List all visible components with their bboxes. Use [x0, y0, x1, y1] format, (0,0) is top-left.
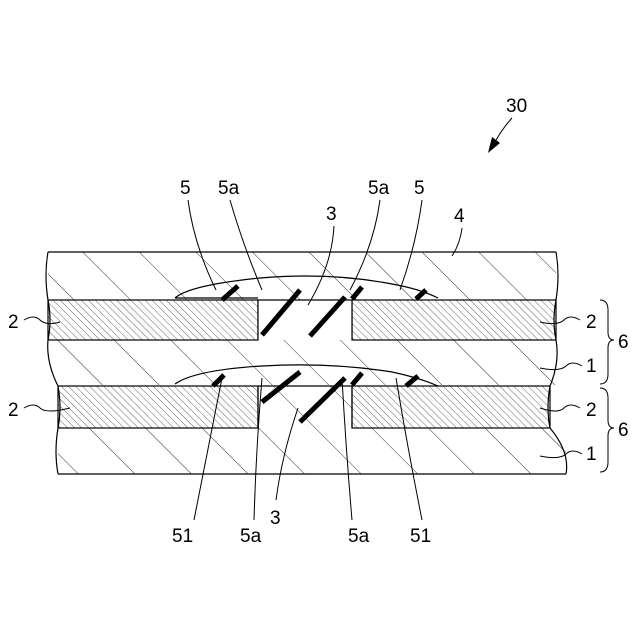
label-5a-top-left: 5a [218, 178, 240, 199]
label-30: 30 [506, 96, 527, 117]
label-5a-top-right: 5a [368, 178, 390, 199]
label-6-upper: 6 [618, 332, 629, 353]
label-5a-bottom-right: 5a [348, 526, 370, 547]
label-2-right-lower: 2 [586, 400, 597, 421]
layer-1-upper [48, 340, 556, 385]
label-4: 4 [454, 206, 465, 227]
label-6-lower: 6 [618, 420, 629, 441]
label-1-lower: 1 [586, 444, 597, 465]
label-2-left-lower: 2 [8, 400, 19, 421]
label-3-bottom: 3 [270, 508, 281, 529]
label-5-top-left: 5 [180, 178, 191, 199]
label-5a-bottom-left: 5a [240, 526, 262, 547]
label-5-top-right: 5 [414, 178, 425, 199]
reference-arrow-30 [488, 118, 512, 153]
label-51-right: 51 [410, 526, 431, 547]
label-3-top: 3 [326, 204, 337, 225]
layer-1-lower [58, 428, 566, 474]
label-1-upper: 1 [586, 356, 597, 377]
label-51-left: 51 [172, 526, 193, 547]
label-2-right-upper: 2 [586, 312, 597, 333]
label-2-left-upper: 2 [8, 312, 19, 333]
